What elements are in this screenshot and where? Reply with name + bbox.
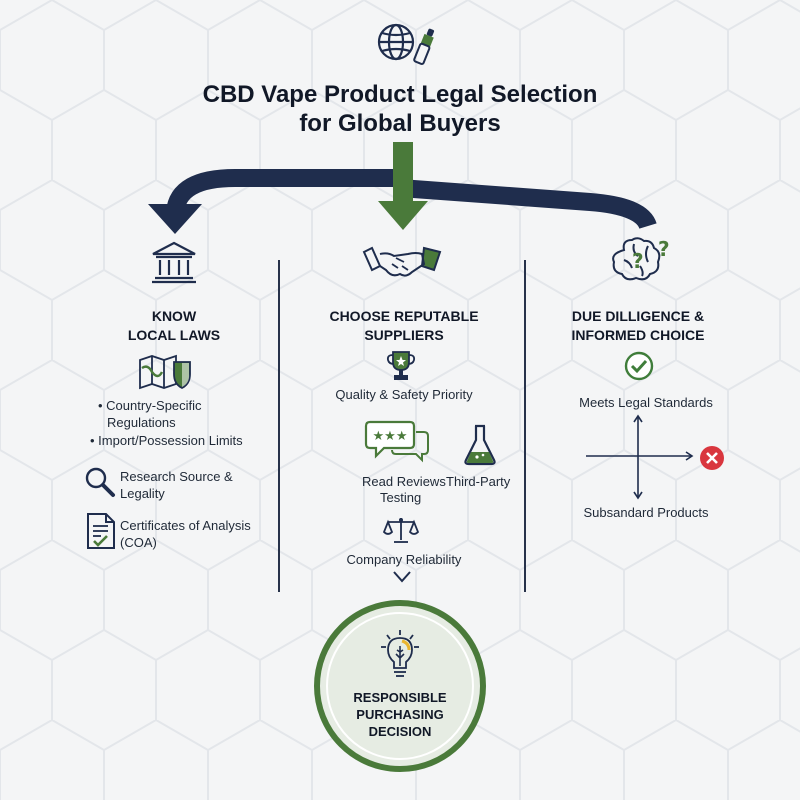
choose-heading-line-2: SUPPLIERS <box>364 327 444 343</box>
arrow-middle-stem <box>393 142 413 204</box>
bullet-country-specific: • Country-Specific <box>98 398 202 413</box>
research-line-1: Research Source & <box>120 469 233 484</box>
know-heading-line-2: LOCAL LAWS <box>127 327 221 343</box>
testing-text: Testing <box>380 490 422 505</box>
bullet-import-limits: • Import/Possession Limits <box>90 433 243 448</box>
know-local-laws-heading: KNOW LOCAL LAWS <box>94 307 254 345</box>
company-reliability-text: Company Reliability <box>346 552 462 567</box>
decision-line-2: PURCHASING <box>356 707 444 722</box>
bullet-regulations-continuation: Regulations <box>107 415 176 430</box>
svg-text:★★★: ★★★ <box>373 429 408 444</box>
svg-text:?: ? <box>632 249 644 273</box>
divider-left <box>278 260 280 592</box>
know-heading-line-1: KNOW <box>151 308 197 324</box>
lightbulb-icon <box>381 630 419 677</box>
page-title: CBD Vape Product Legal Selection for Glo… <box>100 80 700 138</box>
meets-legal-standards-text: Meets Legal Standards <box>579 395 713 410</box>
magnifier-icon <box>85 467 115 497</box>
chevron-down-icon <box>393 571 411 583</box>
title-line-1: CBD Vape Product Legal Selection <box>202 81 598 108</box>
vape-pen-icon <box>413 28 435 65</box>
decision-line-1: RESPONSIBLE <box>353 690 447 705</box>
flask-icon <box>464 424 496 466</box>
arrow-left-path <box>166 169 400 214</box>
quality-safety-text: Quality & Safety Priority <box>335 387 473 402</box>
coa-line-1: Certificates of Analysis <box>120 518 251 533</box>
check-circle-icon <box>624 351 654 381</box>
map-shield-icon <box>139 354 191 390</box>
globe-icon <box>377 23 415 61</box>
review-stars-icon: ★★★ <box>364 420 429 463</box>
trophy-icon <box>386 351 416 380</box>
coa-text: Certificates of Analysis (COA) <box>120 517 251 551</box>
title-line-2: for Global Buyers <box>299 110 501 137</box>
research-source-text: Research Source & Legality <box>120 468 233 502</box>
due-heading-line-2: INFORMED CHOICE <box>571 327 705 343</box>
third-party-text: Third-Party <box>446 474 511 489</box>
bullet-import-limits-text: Import/Possession Limits <box>98 433 243 448</box>
arrow-left-head <box>148 204 202 234</box>
divider-right <box>524 260 526 592</box>
x-circle-icon <box>700 446 724 470</box>
coa-line-2: (COA) <box>120 535 157 550</box>
brain-question-icon: ? ? <box>612 237 670 281</box>
scales-icon <box>382 518 420 543</box>
due-diligence-heading: DUE DILLIGENCE & INFORMED CHOICE <box>554 307 722 345</box>
arrow-right-path <box>399 179 657 230</box>
arrow-middle-head <box>378 201 428 230</box>
svg-text:?: ? <box>658 237 670 261</box>
subsandard-products-text: Subsandard Products <box>583 505 709 520</box>
bullet-country-specific-text: Country-Specific <box>106 398 202 413</box>
choose-heading-line-1: CHOOSE REPUTABLE <box>329 308 479 324</box>
due-heading-line-1: DUE DILLIGENCE & <box>571 308 705 324</box>
document-check-icon <box>87 513 115 549</box>
decision-axes <box>586 414 694 500</box>
courthouse-icon <box>152 241 196 284</box>
decision-line-3: DECISION <box>368 724 432 739</box>
handshake-icon <box>362 246 442 277</box>
choose-suppliers-heading: CHOOSE REPUTABLE SUPPLIERS <box>316 307 492 345</box>
research-line-2: Legality <box>120 486 165 501</box>
decision-text: RESPONSIBLE PURCHASING DECISION <box>330 689 470 740</box>
decision-circle <box>314 600 486 772</box>
read-reviews-text: Read Reviews <box>362 474 446 489</box>
decision-circle-inner-ring <box>326 612 474 760</box>
